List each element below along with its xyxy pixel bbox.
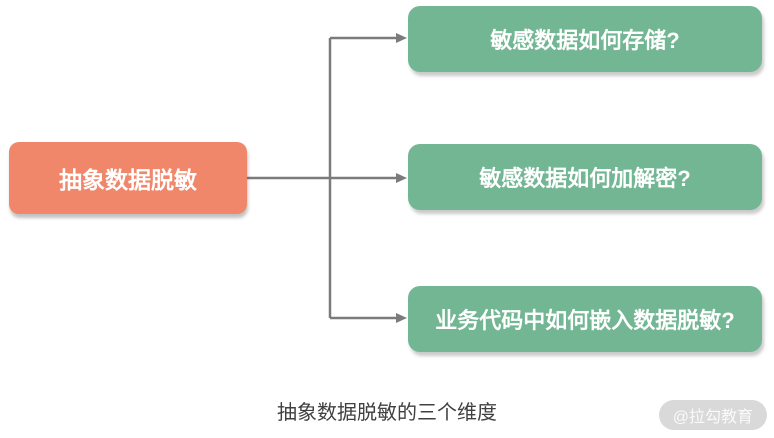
node-label: 敏感数据如何存储? bbox=[490, 28, 680, 53]
watermark-label: @拉勾教育 bbox=[672, 409, 753, 426]
node-label: 业务代码中如何嵌入数据脱敏? bbox=[435, 308, 735, 333]
arrowhead-icon bbox=[396, 33, 407, 43]
node-abstract-data-masking: 抽象数据脱敏 bbox=[9, 142, 247, 214]
node-sensitive-data-storage: 敏感数据如何存储? bbox=[408, 6, 762, 72]
diagram-caption: 抽象数据脱敏的三个维度 bbox=[277, 402, 497, 424]
watermark-badge: @拉勾教育 bbox=[658, 400, 767, 430]
arrowhead-icon bbox=[396, 313, 407, 323]
node-sensitive-data-encryption: 敏感数据如何加解密? bbox=[408, 144, 762, 210]
node-label: 敏感数据如何加解密? bbox=[479, 166, 691, 191]
node-label: 抽象数据脱敏 bbox=[59, 167, 197, 193]
node-business-code-embedding: 业务代码中如何嵌入数据脱敏? bbox=[408, 286, 762, 352]
arrowhead-icon bbox=[396, 173, 407, 183]
